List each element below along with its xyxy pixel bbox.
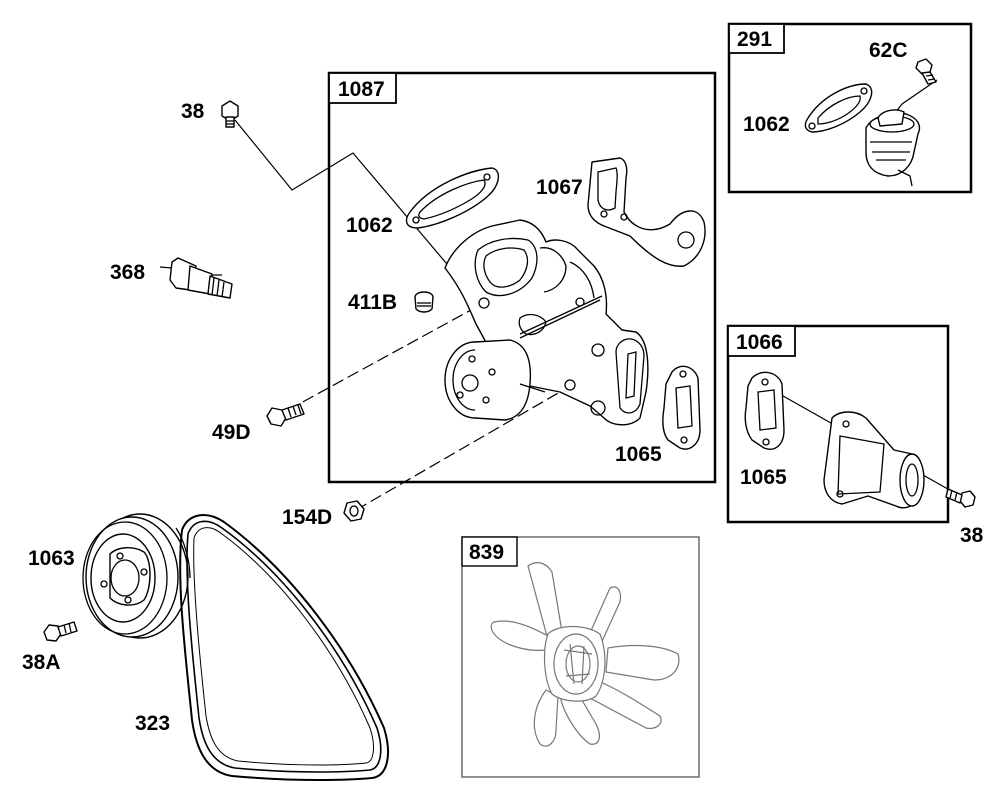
gasket-1062-main bbox=[405, 167, 499, 229]
thermostat bbox=[865, 109, 921, 187]
callout-1062-main: 1062 bbox=[346, 214, 393, 237]
temperature-sender-368 bbox=[159, 257, 233, 299]
bolt-38-top bbox=[221, 100, 239, 128]
callout-1065-main: 1065 bbox=[615, 443, 662, 466]
bolt-38A bbox=[43, 621, 78, 642]
callout-38-right: 38 bbox=[960, 524, 984, 547]
callout-1067: 1067 bbox=[536, 176, 583, 199]
leader-lines bbox=[205, 79, 963, 511]
cooling-fan-839 bbox=[490, 562, 680, 747]
group-label-1066: 1066 bbox=[736, 331, 783, 354]
callout-62C: 62C bbox=[869, 39, 908, 62]
group-box-291: 291 bbox=[727, 22, 973, 194]
bolt-62C bbox=[915, 58, 937, 85]
callout-38-top: 38 bbox=[181, 100, 205, 123]
group-box-1066: 1066 bbox=[726, 324, 950, 524]
gasket-1067 bbox=[587, 157, 706, 267]
callout-49D: 49D bbox=[212, 421, 251, 444]
group-label-291: 291 bbox=[737, 28, 772, 51]
callout-368: 368 bbox=[110, 261, 145, 284]
group-label-1087: 1087 bbox=[338, 78, 385, 101]
callout-1062-thermostat: 1062 bbox=[743, 113, 790, 136]
callout-38A: 38A bbox=[22, 651, 61, 674]
callout-323: 323 bbox=[135, 712, 170, 735]
pulley-1063 bbox=[82, 513, 191, 639]
v-belt-323 bbox=[179, 514, 389, 781]
callout-411B: 411B bbox=[348, 291, 397, 314]
nut-154D bbox=[343, 500, 365, 522]
callout-154D: 154D bbox=[282, 506, 332, 529]
plug-411B bbox=[414, 291, 434, 313]
gasket-1065-side bbox=[744, 371, 785, 450]
bolt-38-right bbox=[945, 488, 976, 508]
group-label-839: 839 bbox=[469, 541, 504, 564]
group-box-839: 839 bbox=[461, 536, 700, 778]
water-pump-body bbox=[444, 219, 649, 426]
callout-1065-side: 1065 bbox=[740, 466, 787, 489]
bolt-49D bbox=[266, 403, 305, 427]
gasket-1062-thermostat bbox=[804, 83, 873, 133]
gasket-1065-main bbox=[662, 365, 701, 450]
callout-1063: 1063 bbox=[28, 547, 75, 570]
group-box-1087: 1087 bbox=[327, 71, 717, 484]
water-outlet-elbow bbox=[823, 411, 925, 509]
